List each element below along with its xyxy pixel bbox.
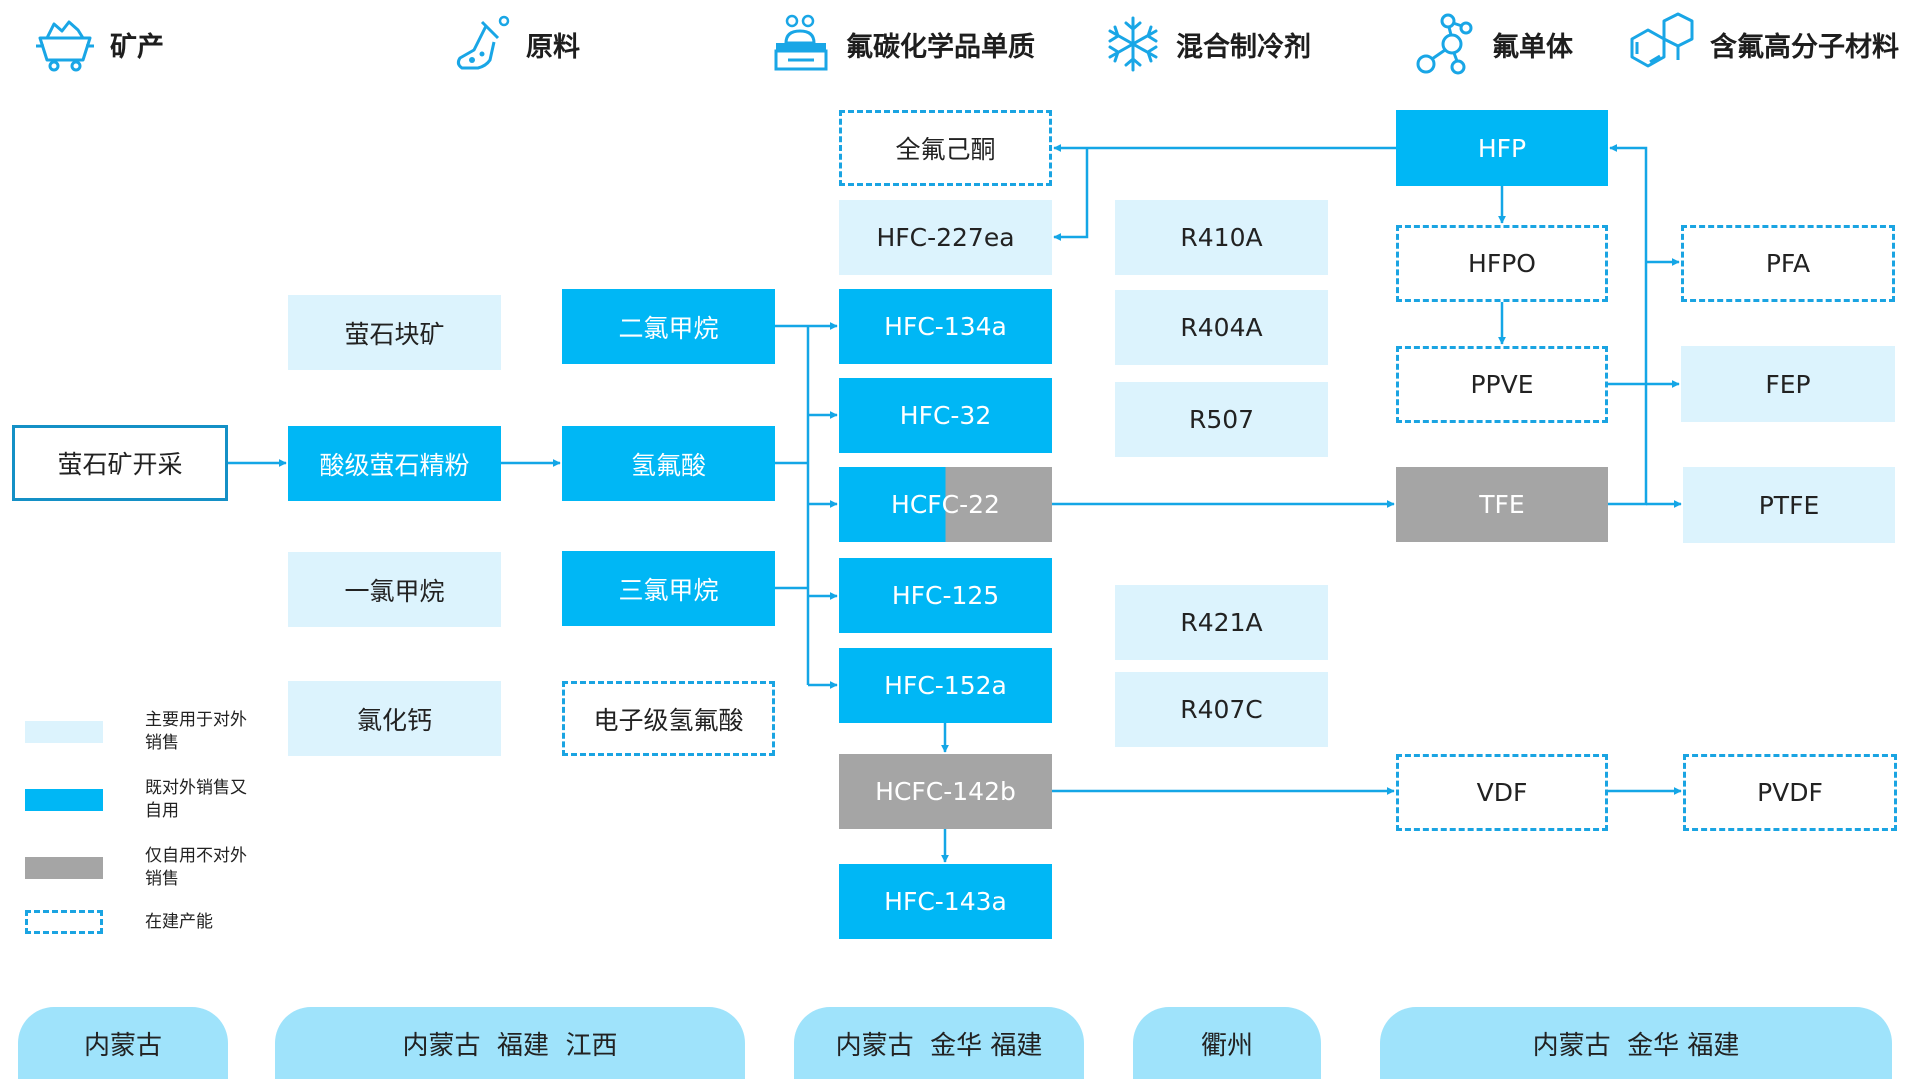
header-raw: 原料 xyxy=(452,8,580,80)
header-label: 矿产 xyxy=(110,31,164,63)
legend-swatch-gray xyxy=(25,857,103,879)
legend-swatch-light xyxy=(25,721,103,743)
node-hfc134a: HFC-134a xyxy=(839,289,1052,364)
node-hfc152a: HFC-152a xyxy=(839,648,1052,723)
header-label: 含氟高分子材料 xyxy=(1710,31,1899,63)
node-hfpo: HFPO xyxy=(1396,225,1608,302)
node-ppve: PPVE xyxy=(1396,346,1608,423)
location-pill: 内蒙古 金华 福建 xyxy=(794,1007,1084,1079)
node-r421a: R421A xyxy=(1115,585,1328,660)
node-hcfc142b: HCFC-142b xyxy=(839,754,1052,829)
header-label: 氟单体 xyxy=(1492,31,1573,63)
header-monomer: 氟单体 xyxy=(1412,8,1573,80)
legend-text-dashed: 在建产能 xyxy=(145,912,213,932)
node-r507: R507 xyxy=(1115,382,1328,457)
node-pfa: PFA xyxy=(1681,225,1895,302)
arrow-hfp-to-hfc227ea xyxy=(1053,148,1089,241)
snowflake-icon xyxy=(1108,16,1158,72)
node-dichloromethane: 二氯甲烷 xyxy=(562,289,775,364)
legend-text-blue: 既对外销售又自用 xyxy=(145,778,247,821)
header-polymer: 含氟高分子材料 xyxy=(1626,8,1899,80)
node-tfe: TFE xyxy=(1396,467,1608,542)
node-calcium-chloride: 氯化钙 xyxy=(288,681,501,756)
lab-beaker-icon xyxy=(774,14,828,71)
flask-icon xyxy=(456,15,510,70)
node-r410a: R410A xyxy=(1115,200,1328,275)
node-mining: 萤石矿开采 xyxy=(12,425,228,501)
node-acid-powder: 酸级萤石精粉 xyxy=(288,426,501,501)
node-hfp: HFP xyxy=(1396,110,1608,186)
node-hydrofluoric-acid: 氢氟酸 xyxy=(562,426,775,501)
node-hcfc22: HCFC-22 xyxy=(839,467,1052,542)
header-refrigerant: 混合制冷剂 xyxy=(1104,8,1311,80)
node-hfc143a: HFC-143a xyxy=(839,864,1052,939)
node-electronic-hf: 电子级氢氟酸 xyxy=(562,681,775,756)
node-ptfe: PTFE xyxy=(1683,467,1895,543)
mine-cart-icon xyxy=(36,20,94,72)
node-chloromethane: 一氯甲烷 xyxy=(288,552,501,627)
header-label: 氟碳化学品单质 xyxy=(846,31,1035,63)
header-mining: 矿产 xyxy=(34,8,164,80)
node-chloroform: 三氯甲烷 xyxy=(562,551,775,626)
legend-swatch-dashed xyxy=(25,910,103,934)
header-label: 原料 xyxy=(526,31,580,63)
arrow-tfe-to-hfp xyxy=(1608,144,1648,506)
legend-text-gray: 仅自用不对外销售 xyxy=(145,846,247,889)
node-vdf: VDF xyxy=(1396,754,1608,831)
benzene-ring-icon xyxy=(1630,12,1694,68)
molecule-icon xyxy=(1416,13,1473,75)
location-pill: 内蒙古 金华 福建 xyxy=(1380,1007,1892,1079)
header-fluorocarbon: 氟碳化学品单质 xyxy=(770,8,1035,80)
legend-text-light: 主要用于对外销售 xyxy=(145,710,247,753)
location-pill: 内蒙古 福建 江西 xyxy=(275,1007,745,1079)
node-pfhexanone: 全氟己酮 xyxy=(839,110,1052,186)
node-hfc32: HFC-32 xyxy=(839,378,1052,453)
location-pill: 衢州 xyxy=(1133,1007,1321,1079)
node-pvdf: PVDF xyxy=(1683,754,1897,831)
node-hfc227ea: HFC-227ea xyxy=(839,200,1052,275)
header-label: 混合制冷剂 xyxy=(1176,31,1311,63)
location-pill: 内蒙古 xyxy=(18,1007,228,1079)
node-r404a: R404A xyxy=(1115,290,1328,365)
node-r407c: R407C xyxy=(1115,672,1328,747)
legend-swatch-blue xyxy=(25,789,103,811)
node-hfc125: HFC-125 xyxy=(839,558,1052,633)
node-fep: FEP xyxy=(1681,346,1895,422)
node-lump-ore: 萤石块矿 xyxy=(288,295,501,370)
